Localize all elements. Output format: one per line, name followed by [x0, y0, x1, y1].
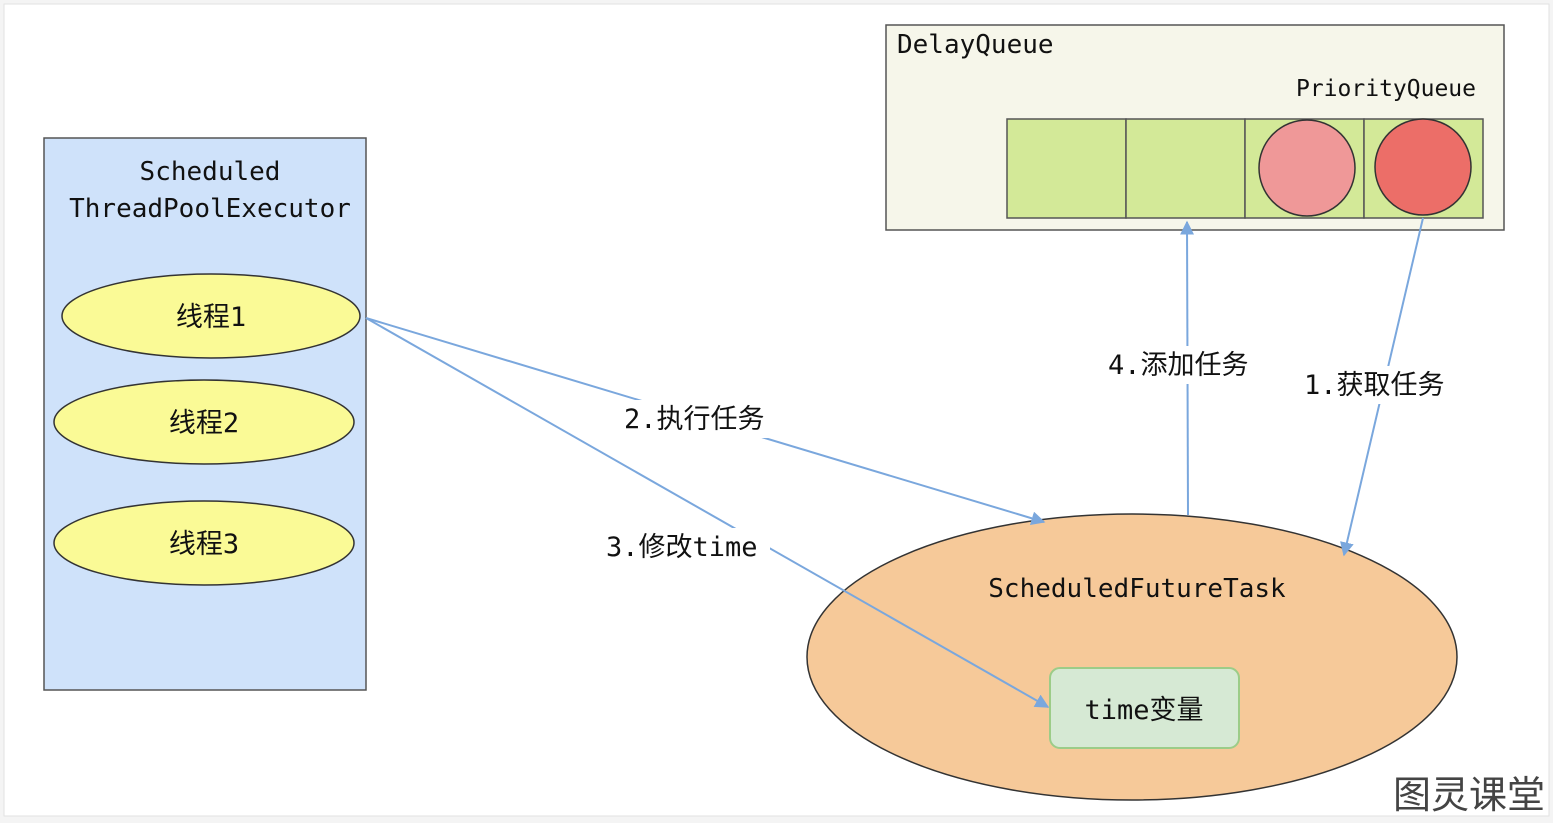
thread-3-label: 线程3 [169, 529, 239, 560]
delay-queue: DelayQueue PriorityQueue [885, 24, 1505, 231]
delay-queue-title: DelayQueue [897, 30, 1054, 60]
step3-label-bg [602, 528, 770, 566]
step2-label: 2.执行任务 [624, 404, 765, 435]
thread-2-ellipse [53, 379, 355, 465]
thread-3-ellipse [53, 500, 355, 586]
scheduled-future-task: ScheduledFutureTask time变量 [806, 513, 1458, 801]
queue-task-light [1258, 119, 1356, 217]
watermark: 图灵课堂 [1393, 773, 1545, 817]
future-task-ellipse [806, 513, 1458, 801]
thread-pool-executor: Scheduled ThreadPoolExecutor 线程1 线程2 线程3 [43, 137, 367, 691]
arrow-modify-time [365, 317, 1050, 708]
time-variable-label: time变量 [1084, 695, 1203, 726]
executor-title-line2: ThreadPoolExecutor [69, 194, 351, 224]
time-variable-box [1049, 667, 1240, 749]
step3-label: 3.修改time [606, 532, 758, 563]
queue-slot-2 [1125, 118, 1246, 219]
step2-label-bg [620, 400, 782, 438]
step-labels: 2.执行任务 3.修改time 4.添加任务 1.获取任务 [602, 346, 1466, 566]
step4-label-bg [1104, 346, 1266, 384]
priority-queue-label: PriorityQueue [1296, 76, 1476, 102]
thread-1-ellipse [61, 273, 361, 359]
thread-1-label: 线程1 [176, 302, 246, 333]
step1-label-bg [1300, 366, 1466, 404]
future-task-title: ScheduledFutureTask [988, 574, 1286, 604]
executor-title-line1: Scheduled [140, 157, 281, 187]
queue-slot-1 [1006, 118, 1127, 219]
thread-2-label: 线程2 [169, 408, 239, 439]
step1-label: 1.获取任务 [1304, 370, 1445, 401]
step4-label: 4.添加任务 [1108, 350, 1249, 381]
queue-task-dark [1374, 118, 1472, 216]
